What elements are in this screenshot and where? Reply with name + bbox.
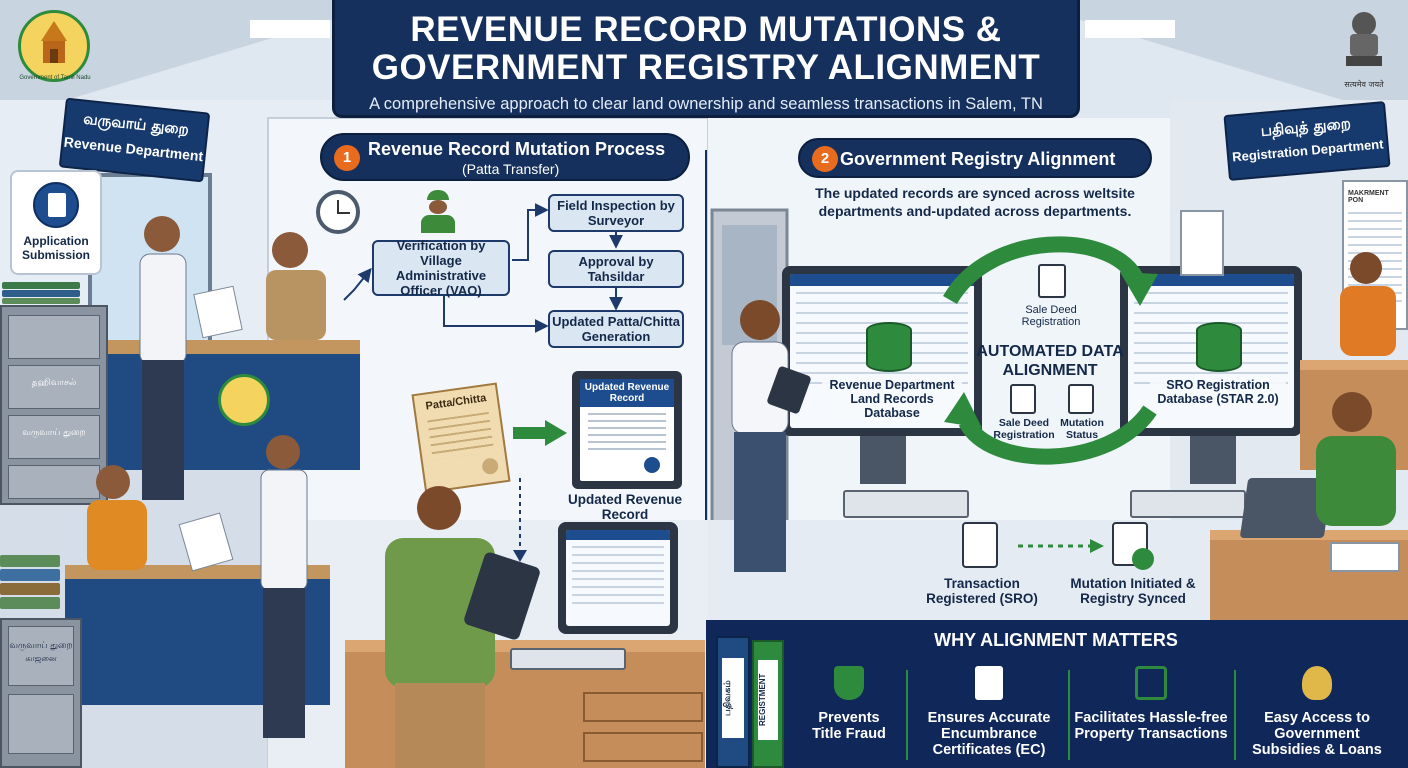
- mutation-status-icon: [1068, 384, 1094, 414]
- transaction-clipboard-icon: [962, 522, 998, 568]
- sro-db-label: SRO Registration Database (STAR 2.0): [1150, 378, 1286, 406]
- page-title-line2: GOVERNMENT REGISTRY ALIGNMENT: [371, 48, 1041, 87]
- keyboard-left: [843, 490, 969, 518]
- surveyor-icon: [420, 190, 456, 236]
- keyboard: [510, 648, 626, 670]
- step-vao-verification: Verification by Village Administrative O…: [372, 238, 510, 298]
- sale-deed-icon: [1010, 384, 1036, 414]
- filing-cabinet: தஹிவாசல் வருவாய் துறை: [0, 305, 108, 505]
- why-item-1: Prevents Title Fraud: [768, 660, 930, 768]
- flow-left-label: Transaction Registered (SRO): [926, 576, 1038, 606]
- section2-number-badge: 2: [812, 146, 838, 172]
- registrar-woman-bottom: [1316, 392, 1396, 526]
- section1-subtitle: (Patta Transfer): [462, 161, 560, 177]
- step-tahsildar-approval: Approval by Tahsildar: [548, 250, 684, 288]
- operator-person: [385, 486, 540, 768]
- dashed-transaction-arrow: [1018, 539, 1104, 553]
- section1-header: 1 Revenue Record Mutation Process (Patta…: [320, 133, 690, 181]
- section2-description-line2: departments and-updated across departmen…: [818, 203, 1132, 219]
- document-pen-icon: [33, 182, 79, 228]
- dashed-down-arrow: [513, 478, 527, 562]
- keyboard-right: [1130, 490, 1246, 518]
- application-card: Application Submission: [10, 170, 102, 275]
- section1-number-badge: 1: [334, 145, 360, 171]
- revenue-db-label: Revenue Department Land Records Database: [822, 378, 962, 420]
- clock-icon: [316, 190, 360, 234]
- paper-stack: [1330, 542, 1400, 572]
- sale-deed-icon-top: [1038, 264, 1066, 298]
- why-item-3-label: Facilitates Hassle-free Property Transac…: [1074, 710, 1228, 742]
- binder-blue: பதிவகம்: [716, 636, 750, 768]
- ribbon-seal-icon: [644, 457, 660, 473]
- shield-check-icon: [834, 666, 864, 700]
- record-card-title: Updated Revenue Record: [580, 379, 674, 407]
- tn-emblem-caption: Government of Tamil Nadu: [19, 75, 91, 81]
- section2-description-line1: The updated records are synced across we…: [815, 185, 1135, 201]
- certificate-check-icon: [975, 666, 1003, 700]
- sync-check-icon: [1112, 522, 1154, 570]
- binder-stack: [0, 555, 60, 615]
- calendar-board: [1180, 210, 1224, 276]
- page-title-line1: REVENUE RECORD MUTATIONS &: [410, 10, 1002, 49]
- cabinet-label-1: தஹிவாசல்: [31, 378, 77, 388]
- desk-monitor: [558, 522, 678, 634]
- green-arrow-icon: [513, 420, 569, 446]
- book-stack: [2, 282, 80, 304]
- wax-seal-icon: [481, 457, 500, 476]
- people-left: [139, 216, 326, 500]
- official-person: [731, 300, 811, 572]
- step-patta-generation: Updated Patta/Chitta Generation: [548, 310, 684, 348]
- page-subtitle: A comprehensive approach to clear land o…: [369, 95, 1043, 113]
- lion-capital-icon: [1346, 12, 1382, 66]
- temple-icon: [41, 21, 67, 63]
- registrar-woman-top: [1340, 252, 1396, 356]
- why-item-2: Ensures Accurate Encumbrance Certificate…: [908, 660, 1070, 768]
- icon-mutation-label: Mutation Status: [1060, 417, 1104, 441]
- patta-document-label: Patta/Chitta: [424, 392, 488, 413]
- binder-blue-label: பதிவகம்: [722, 658, 744, 738]
- why-item-4: Easy Access to Government Subsidies & Lo…: [1236, 660, 1398, 768]
- filing-cabinet-2: வருவாய் துறை காஜனை: [0, 618, 82, 768]
- why-item-1-label: Prevents Title Fraud: [812, 710, 886, 742]
- monitor-stand-left: [860, 436, 906, 484]
- section1-title: Revenue Record Mutation Process: [368, 139, 666, 159]
- monitor-stand-right: [1190, 436, 1236, 484]
- registration-department-sign: பதிவுத் துறை Registration Department: [1223, 101, 1391, 181]
- national-emblem: सत्यमेव जयते: [1338, 8, 1390, 90]
- mutation-flow-connectors: [343, 203, 623, 333]
- updated-record-card: Updated Revenue Record: [572, 371, 682, 489]
- top-icon-label: Sale Deed Registration: [1021, 304, 1081, 328]
- why-item-4-label: Easy Access to Government Subsidies & Lo…: [1252, 710, 1382, 758]
- money-bag-hand-icon: [1302, 666, 1332, 700]
- why-alignment-panel: WHY ALIGNMENT MATTERS பதிவகம் REGISTMENT…: [706, 620, 1408, 768]
- notice-board-title: MAKRMENT PON: [1348, 190, 1389, 204]
- database-icon-2: [1196, 322, 1242, 372]
- cabinet2-label-1: வருவாய் துறை: [9, 641, 73, 651]
- national-motto: सत्यमेव जयते: [1344, 80, 1384, 89]
- why-item-3: Facilitates Hassle-free Property Transac…: [1070, 660, 1232, 768]
- patta-chitta-document: Patta/Chitta: [411, 382, 511, 494]
- flow-right-label: Mutation Initiated & Registry Synced: [1070, 576, 1196, 606]
- clerk-people: [87, 435, 308, 738]
- step-field-inspection: Field Inspection by Surveyor: [548, 194, 684, 232]
- section2-header: 2 Government Registry Alignment: [798, 138, 1152, 178]
- application-label: Application Submission: [21, 234, 90, 262]
- section2-description: The updated records are synced across we…: [790, 184, 1160, 220]
- cabinet2-label-2: காஜனை: [25, 654, 57, 663]
- sro-database-monitor: SRO Registration Database (STAR 2.0): [1120, 266, 1302, 436]
- house-hand-icon: [1135, 666, 1167, 700]
- header-banner: REVENUE RECORD MUTATIONS & GOVERNMENT RE…: [332, 0, 1080, 118]
- tn-seal-icon: [218, 374, 270, 426]
- updated-record-caption: Updated Revenue Record: [567, 492, 683, 522]
- cabinet-label-2: வருவாய் துறை: [22, 428, 86, 438]
- section2-title: Government Registry Alignment: [840, 149, 1116, 169]
- why-item-2-label: Ensures Accurate Encumbrance Certificate…: [927, 710, 1051, 758]
- database-icon: [866, 322, 912, 372]
- icon-sale-deed-label: Sale Deed Registration: [993, 417, 1055, 441]
- tn-emblem: Government of Tamil Nadu: [18, 10, 91, 82]
- binder-green: REGISTMENT: [752, 640, 784, 768]
- center-alignment-title: AUTOMATED DATA ALIGNMENT: [976, 343, 1124, 379]
- sync-arrows: [943, 236, 1158, 465]
- why-title: WHY ALIGNMENT MATTERS: [934, 630, 1178, 650]
